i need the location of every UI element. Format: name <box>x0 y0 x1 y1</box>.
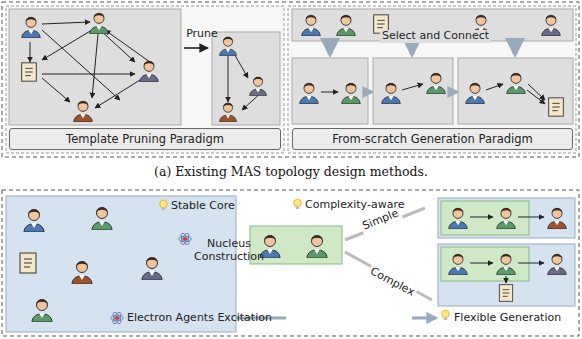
paradigm-label-box: From-scratch Generation Paradigm <box>292 128 573 150</box>
annotation-label: Electron Agents Excitation <box>127 312 297 325</box>
annotation-label: Complex <box>366 264 418 300</box>
paradigm-name: Template Pruning Paradigm <box>66 132 224 146</box>
annotation-label: Nucleus Construction <box>194 238 264 263</box>
annotation-label: Flexible Generation <box>454 312 579 325</box>
annotation-label: Select and Connect <box>380 30 491 43</box>
paradigm-label-box: Template Pruning Paradigm <box>9 128 281 150</box>
figure-caption: (a) Existing MAS topology design methods… <box>0 164 582 179</box>
annotation-label: Prune <box>182 28 222 41</box>
annotation-label: Stable Core <box>171 200 241 213</box>
paradigm-name: From-scratch Generation Paradigm <box>332 132 533 146</box>
